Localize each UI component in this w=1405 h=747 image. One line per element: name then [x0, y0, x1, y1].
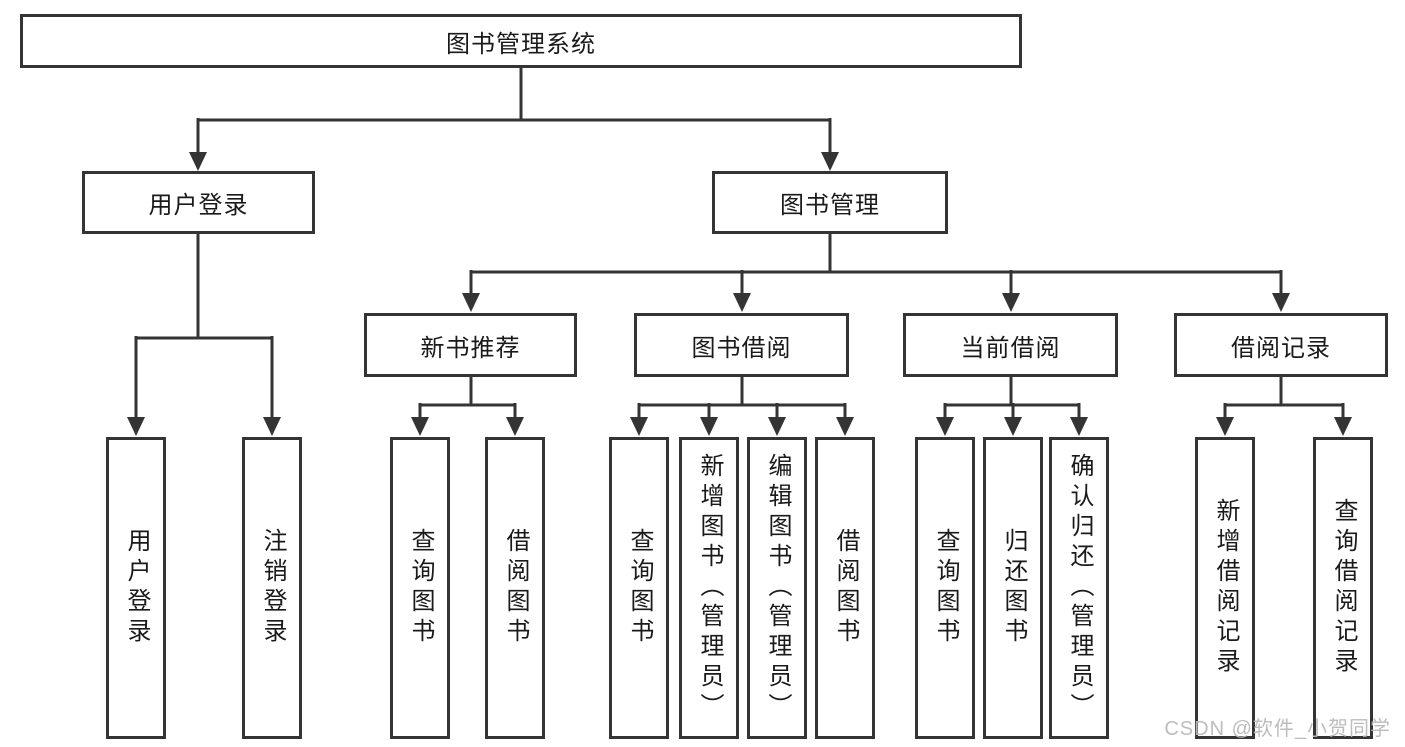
- node-leaf-bb-borrow-book: 借阅图书: [815, 437, 875, 739]
- node-new-book-recommend: 新书推荐: [364, 313, 577, 377]
- node-borrow-records: 借阅记录: [1174, 313, 1388, 377]
- node-book-management-module: 图书管理: [712, 171, 948, 234]
- csdn-watermark: CSDN @软件_小贺同学: [1164, 718, 1391, 740]
- node-leaf-cb-confirm-return-admin: 确认归还（管理员）: [1049, 437, 1109, 739]
- node-leaf-logout: 注销登录: [242, 437, 302, 739]
- node-user-login-module: 用户登录: [82, 171, 315, 234]
- node-root-system: 图书管理系统: [20, 14, 1022, 68]
- node-current-borrow: 当前借阅: [903, 313, 1118, 377]
- arrowheads: [127, 152, 1352, 436]
- node-leaf-br-query-record: 查询借阅记录: [1313, 437, 1373, 739]
- node-leaf-br-add-record: 新增借阅记录: [1195, 437, 1255, 739]
- node-leaf-nb-borrow-book: 借阅图书: [485, 437, 545, 739]
- node-leaf-user-login: 用户登录: [106, 437, 166, 739]
- node-leaf-bb-add-book-admin: 新增图书（管理员）: [679, 437, 739, 739]
- node-leaf-bb-edit-book-admin: 编辑图书（管理员）: [747, 437, 807, 739]
- node-leaf-nb-query-book: 查询图书: [390, 437, 450, 739]
- node-leaf-cb-return-book: 归还图书: [983, 437, 1043, 739]
- node-leaf-cb-query-book: 查询图书: [915, 437, 975, 739]
- node-book-borrow: 图书借阅: [634, 313, 849, 377]
- node-leaf-bb-query-book: 查询图书: [609, 437, 669, 739]
